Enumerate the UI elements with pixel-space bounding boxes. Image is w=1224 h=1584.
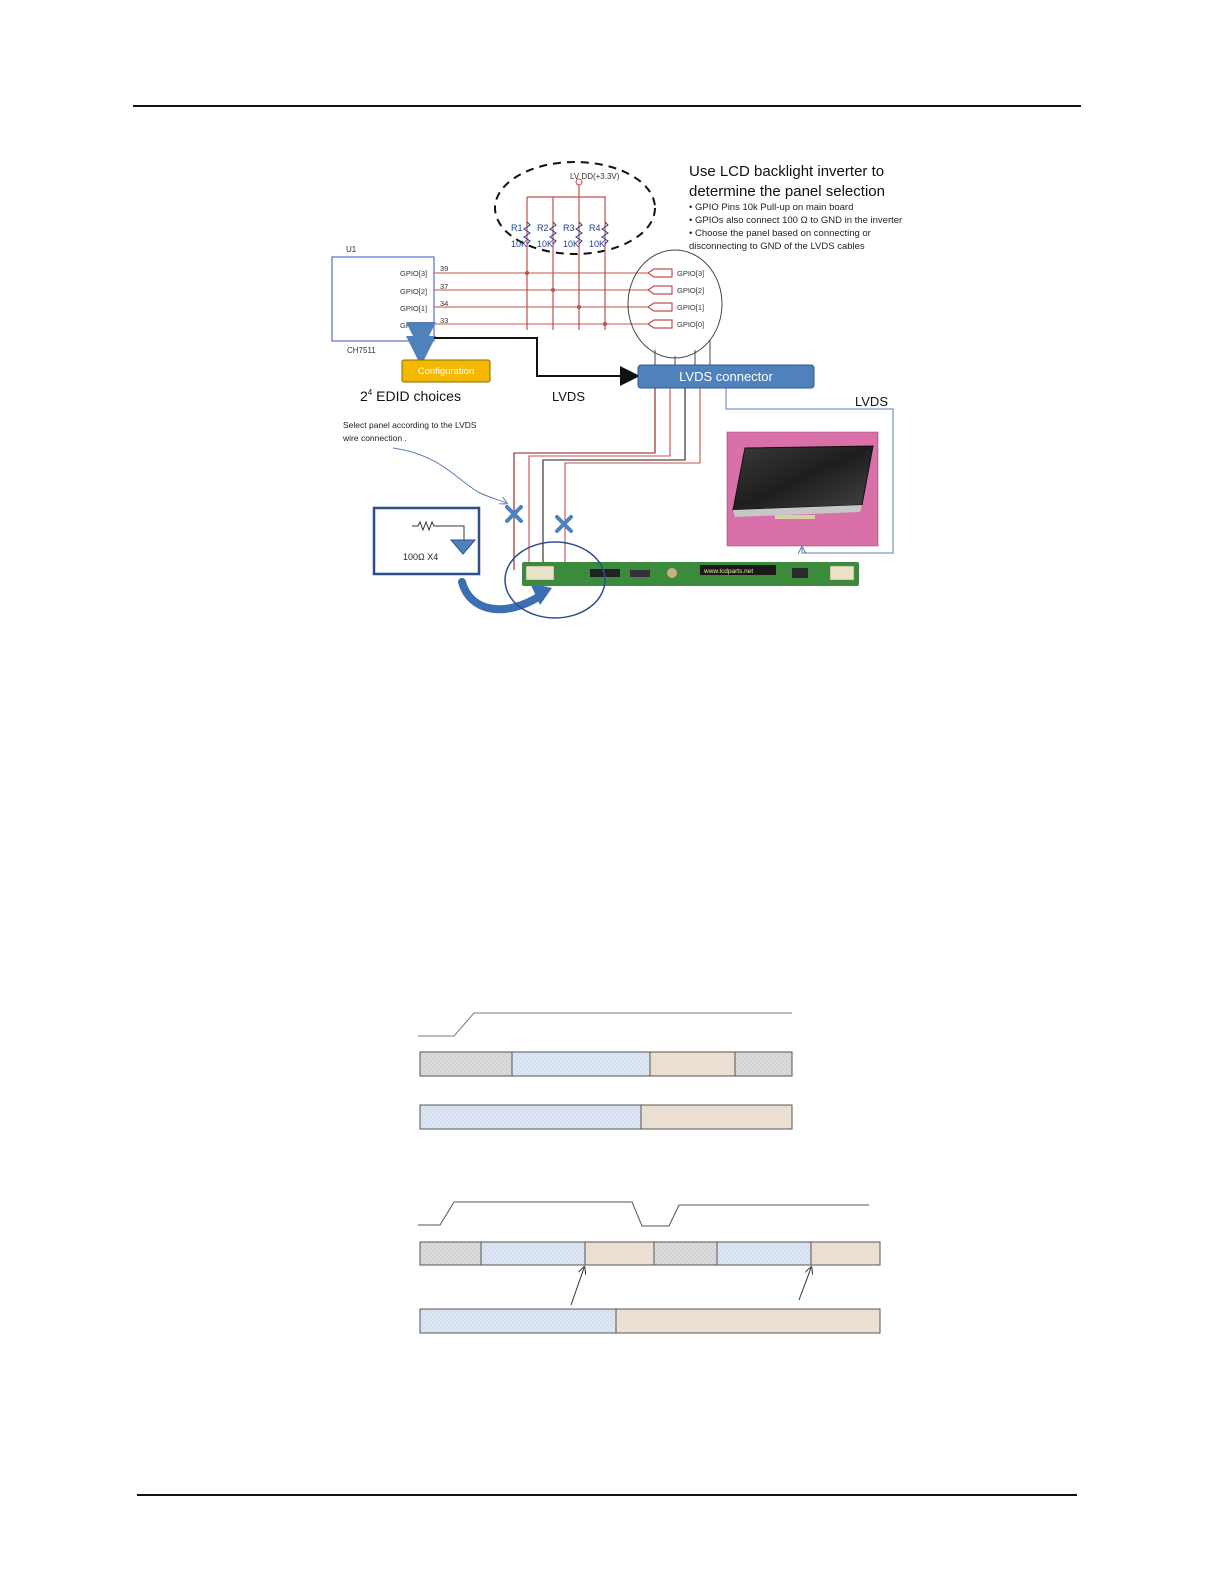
timing-row-1a xyxy=(420,1052,792,1076)
timing-waveform-1 xyxy=(418,1013,792,1036)
connector-to-lvds-lines xyxy=(655,340,710,365)
svg-text:GPIO[0]: GPIO[0] xyxy=(400,321,427,330)
svg-text:GPIO[3]: GPIO[3] xyxy=(677,269,704,278)
svg-text:R1: R1 xyxy=(511,223,523,233)
disconnect-x-mark-2 xyxy=(557,517,571,531)
lvds-connector-label: LVDS connector xyxy=(679,369,773,384)
resistor-array: R1 10K R2 10K R3 10K R4 10K xyxy=(511,197,608,330)
svg-text:GPIO[2]: GPIO[2] xyxy=(677,286,704,295)
timing-pointer-1 xyxy=(571,1268,584,1305)
svg-text:10K: 10K xyxy=(589,239,605,249)
svg-text:39: 39 xyxy=(440,264,448,273)
inverter-title-line1: Use LCD backlight inverter to xyxy=(689,163,884,180)
configuration-label: Configuration xyxy=(418,366,475,377)
bullet-3: • Choose the panel based on connecting o… xyxy=(689,228,871,239)
footer-rule xyxy=(137,1494,1077,1496)
timing-pointer-2 xyxy=(799,1268,811,1300)
bullet-1: • GPIO Pins 10k Pull-up on main board xyxy=(689,202,853,213)
svg-text:GPIO[1]: GPIO[1] xyxy=(677,303,704,312)
resistor-r2: R2 10K xyxy=(537,197,556,330)
svg-text:GPIO[2]: GPIO[2] xyxy=(400,287,427,296)
connector-pins-ellipse xyxy=(628,250,722,358)
lcd-panel-image xyxy=(727,432,878,546)
board-label: www.lcdparts.net xyxy=(703,568,753,575)
select-note-line2: wire connection . xyxy=(342,433,407,443)
chip-part: CH7511 xyxy=(347,346,376,355)
resistor-box-label: 100Ω X4 xyxy=(403,552,438,562)
gpio-wires xyxy=(434,272,652,326)
curved-placement-arrow xyxy=(462,582,540,609)
lvds-label-1: LVDS xyxy=(552,389,585,404)
resistor-r4: R4 10K xyxy=(589,197,608,330)
lvds-label-2: LVDS xyxy=(855,394,888,409)
timing-row-2b xyxy=(420,1309,880,1333)
supply-label: LV DD(+3.3V) xyxy=(570,172,620,181)
svg-text:R3: R3 xyxy=(563,223,575,233)
timing-row-2a xyxy=(420,1242,880,1265)
chip-ref: U1 xyxy=(346,245,357,254)
bullet-2: • GPIOs also connect 100 Ω to GND in the… xyxy=(689,215,902,226)
panel-selection-diagram: LV DD(+3.3V) R1 10K R2 10K R3 10K xyxy=(0,0,1224,660)
resistor-r3: R3 10K xyxy=(563,197,582,330)
svg-text:R2: R2 xyxy=(537,223,549,233)
connector-pads xyxy=(648,269,672,328)
svg-text:10K: 10K xyxy=(511,239,527,249)
select-note-line1: Select panel according to the LVDS xyxy=(343,420,477,430)
svg-text:R4: R4 xyxy=(589,223,601,233)
bullet-4: disconnecting to GND of the LVDS cables xyxy=(689,241,865,252)
svg-text:GPIO[1]: GPIO[1] xyxy=(400,304,427,313)
connector-pin-labels: GPIO[3] GPIO[2] GPIO[1] GPIO[0] xyxy=(677,269,704,329)
svg-text:GPIO[3]: GPIO[3] xyxy=(400,269,427,278)
svg-text:10K: 10K xyxy=(563,239,579,249)
edid-choices-label: 24 EDID choices xyxy=(360,388,461,404)
select-note-pointer xyxy=(393,448,506,503)
timing-waveform-2 xyxy=(418,1202,869,1226)
inverter-title-line2: determine the panel selection xyxy=(689,183,885,200)
timing-row-1b xyxy=(420,1105,792,1129)
resistor-r1: R1 10K xyxy=(511,197,530,330)
svg-text:10K: 10K xyxy=(537,239,553,249)
inverter-board-image: www.lcdparts.net xyxy=(522,562,859,586)
svg-text:GPIO[0]: GPIO[0] xyxy=(677,320,704,329)
timing-diagrams xyxy=(0,980,1224,1380)
